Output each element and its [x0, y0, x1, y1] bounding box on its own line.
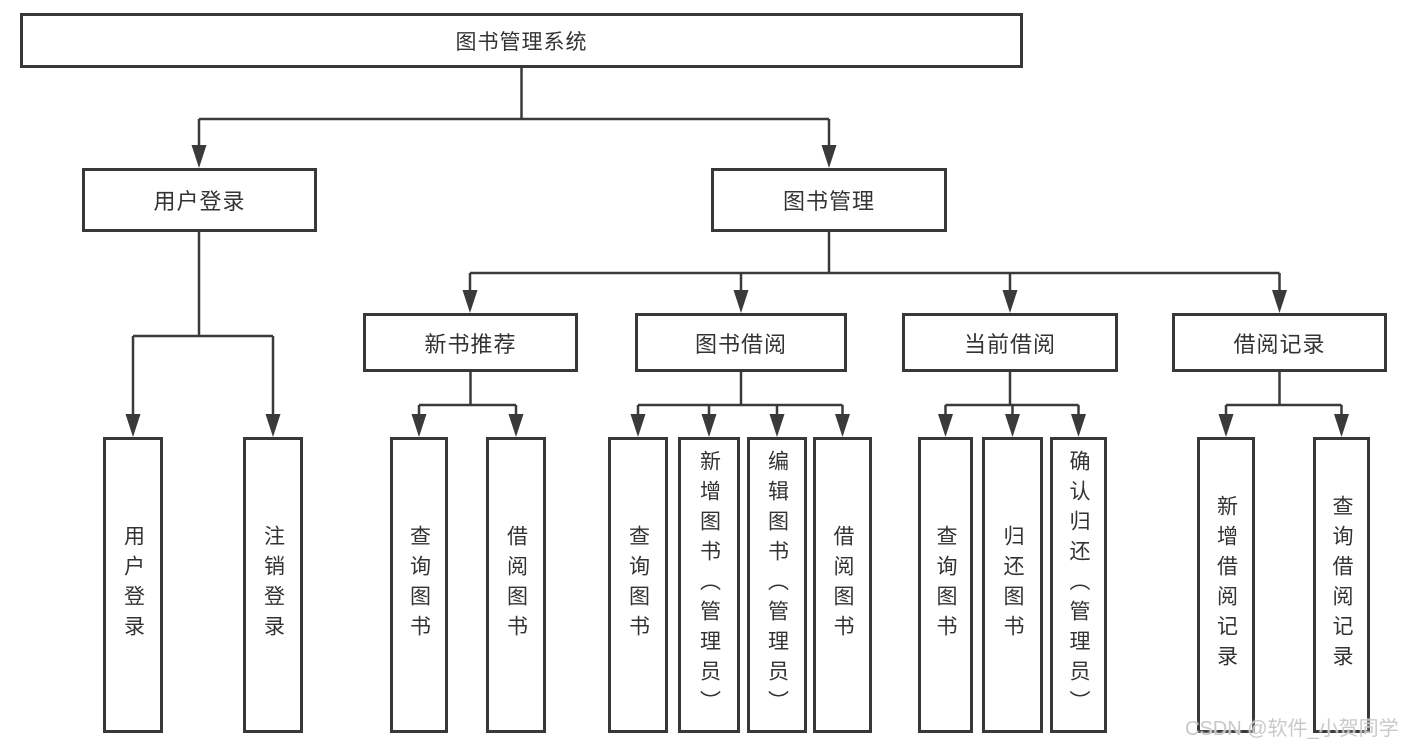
section-label: 借阅记录: [1233, 331, 1326, 357]
section-book-borrow: 图书借阅: [635, 313, 847, 372]
arrowhead: [630, 414, 646, 437]
leaf-edit-book-admin: 编辑图书（管理员）: [747, 437, 807, 733]
leaf-query-books: 查询图书: [608, 437, 668, 733]
connector-book-mgmt-to-sections: [462, 232, 1287, 313]
leaf-user-login: 用户登录: [103, 437, 163, 733]
leaf-add-book-admin: 新增图书（管理员）: [678, 437, 740, 733]
leaf-label: 用户登录: [121, 525, 145, 645]
connector-user-login-to-leaves: [125, 232, 281, 437]
connector-current-borrow-to-leaves: [938, 372, 1086, 437]
connector-borrow-records-to-leaves: [1218, 372, 1349, 437]
branch-label: 图书管理: [782, 189, 875, 214]
section-current-borrow: 当前借阅: [902, 313, 1118, 372]
arrowhead: [1218, 414, 1234, 437]
leaf-label: 归还图书: [1001, 525, 1024, 645]
arrowhead: [769, 414, 785, 437]
section-label: 图书借阅: [694, 331, 787, 357]
arrowhead: [701, 414, 717, 437]
arrowhead: [821, 145, 837, 168]
connector-new-book-recommend-to-leaves: [411, 372, 524, 437]
leaf-label: 查询图书: [934, 525, 957, 645]
branch-label: 用户登录: [153, 189, 246, 214]
arrowhead: [835, 414, 850, 437]
leaf-label: 编辑图书（管理员）: [765, 450, 789, 720]
section-borrow-records: 借阅记录: [1172, 313, 1387, 372]
arrowhead: [1272, 290, 1287, 313]
root-node-library-management-system: 图书管理系统: [20, 13, 1023, 68]
arrowhead: [733, 290, 749, 313]
leaf-query-borrow-record: 查询借阅记录: [1313, 437, 1370, 733]
leaf-label: 查询图书: [626, 525, 650, 645]
section-new-book-recommend: 新书推荐: [363, 313, 578, 372]
branch-user-login: 用户登录: [82, 168, 317, 232]
arrowhead: [508, 414, 524, 437]
leaf-borrow-books: 借阅图书: [813, 437, 872, 733]
connector-root-to-level2: [191, 68, 837, 168]
leaf-label: 注销登录: [261, 525, 285, 645]
watermark: CSDN @软件_小贺同学: [1185, 718, 1399, 740]
arrowhead: [1334, 414, 1349, 437]
section-label: 新书推荐: [424, 331, 517, 357]
arrowhead: [125, 414, 141, 437]
section-label: 当前借阅: [963, 331, 1056, 357]
arrowhead: [265, 414, 281, 437]
leaf-label: 新增图书（管理员）: [697, 450, 721, 720]
arrowhead: [1005, 414, 1020, 437]
arrowhead: [938, 414, 953, 437]
root-node-label: 图书管理系统: [455, 30, 588, 54]
leaf-label: 新增借阅记录: [1214, 495, 1238, 675]
arrowhead: [462, 290, 478, 313]
leaf-confirm-return-admin: 确认归还（管理员）: [1050, 437, 1107, 733]
leaf-return-books: 归还图书: [982, 437, 1043, 733]
arrowhead: [1071, 414, 1086, 437]
leaf-label: 确认归还（管理员）: [1067, 450, 1090, 720]
leaf-borrow-books: 借阅图书: [486, 437, 546, 733]
leaf-logout: 注销登录: [243, 437, 303, 733]
arrowhead: [411, 414, 427, 437]
leaf-query-books: 查询图书: [918, 437, 973, 733]
arrowhead: [1002, 290, 1018, 313]
leaf-label: 借阅图书: [504, 525, 528, 645]
arrowhead: [191, 145, 207, 168]
leaf-label: 查询图书: [407, 525, 431, 645]
leaf-add-borrow-record: 新增借阅记录: [1197, 437, 1255, 733]
connector-book-borrow-to-leaves: [630, 372, 850, 437]
leaf-label: 借阅图书: [831, 525, 854, 645]
leaf-query-books: 查询图书: [390, 437, 448, 733]
leaf-label: 查询借阅记录: [1330, 495, 1353, 675]
branch-book-management: 图书管理: [711, 168, 947, 232]
